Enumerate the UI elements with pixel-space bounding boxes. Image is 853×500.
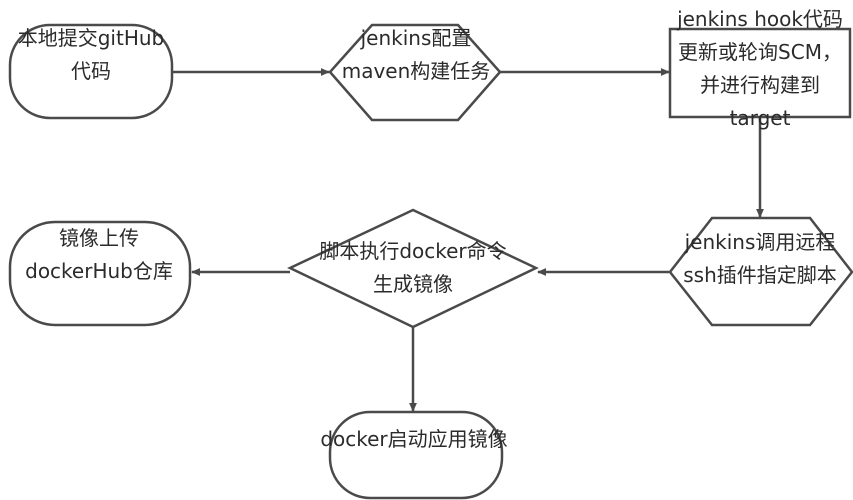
node-jenkins-maven-label: jenkins配置maven构建任务: [341, 26, 491, 83]
node-docker-run-label: docker启动应用镜像: [320, 427, 508, 451]
node-local-commit-label: 本地提交gitHub代码: [17, 26, 165, 83]
node-jenkins-ssh-label: jenkins调用远程ssh插件指定脚本: [683, 230, 837, 287]
node-docker-build-label: 脚本执行docker命令生成镜像: [319, 239, 507, 296]
node-jenkins-hook-label: jenkins hook代码更新或轮询SCM，并进行构建到target: [677, 7, 843, 130]
node-push-dockerhub-label: 镜像上传dockerHub仓库: [25, 226, 173, 283]
